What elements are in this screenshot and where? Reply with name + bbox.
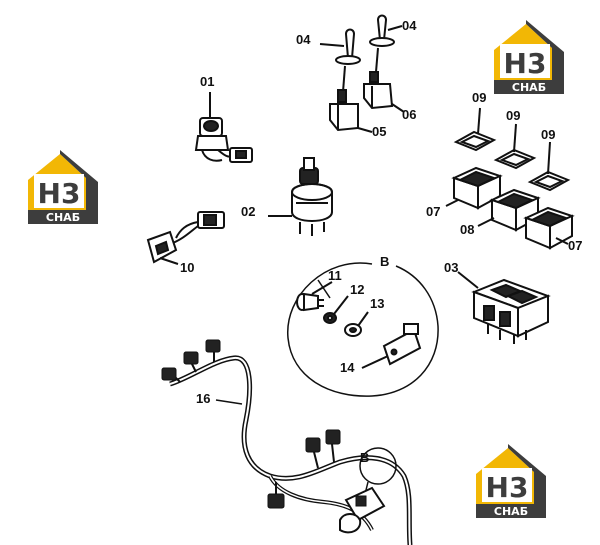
part-09-bezel-2 bbox=[493, 123, 537, 170]
callout-labels: 01 02 03 04 04 05 06 07 07 08 09 09 09 1… bbox=[180, 18, 582, 465]
callout-01: 01 bbox=[200, 74, 214, 89]
part-03-switch-panel bbox=[457, 271, 551, 344]
logo-letters: H3 bbox=[38, 177, 81, 210]
callout-detail-b-harness: B bbox=[360, 450, 369, 465]
callout-11: 11 bbox=[328, 268, 342, 283]
callout-14: 14 bbox=[340, 360, 355, 375]
part-14-bracket bbox=[361, 323, 422, 369]
logo-watermark-bottom-right: H3 СНАБ bbox=[476, 444, 546, 518]
part-11-bolt bbox=[296, 281, 333, 312]
part-07-rocker-3 bbox=[523, 206, 575, 250]
part-04-toggle-left bbox=[319, 28, 373, 133]
callout-16: 16 bbox=[196, 391, 210, 406]
part-12-washer bbox=[323, 295, 349, 324]
part-09-bezel-3 bbox=[527, 141, 571, 192]
logo-watermark-top-right: H3 СНАБ bbox=[494, 20, 564, 94]
callout-09-third: 09 bbox=[541, 127, 555, 142]
callout-detail-b-main: B bbox=[380, 254, 389, 269]
callout-04-right: 04 bbox=[402, 18, 417, 33]
part-01-key-switch bbox=[194, 92, 253, 163]
callout-10: 10 bbox=[180, 260, 194, 275]
callout-07-right: 07 bbox=[568, 238, 582, 253]
callout-02: 02 bbox=[241, 204, 255, 219]
callout-13: 13 bbox=[370, 296, 384, 311]
logo-caption: СНАБ bbox=[494, 505, 528, 518]
part-16-wiring-harness bbox=[161, 339, 413, 545]
callout-06: 06 bbox=[402, 107, 416, 122]
part-04-toggle-right bbox=[363, 14, 405, 113]
part-13-lock-washer bbox=[344, 311, 369, 337]
part-02-starter-switch bbox=[268, 157, 333, 236]
part-10-sensor-pigtail bbox=[146, 211, 225, 265]
callout-07-left: 07 bbox=[426, 204, 440, 219]
logo-watermark-left: H3 СНАБ bbox=[28, 150, 98, 224]
logo-caption: СНАБ bbox=[512, 81, 546, 94]
logo-letters: H3 bbox=[486, 471, 529, 504]
callout-04-left: 04 bbox=[296, 32, 311, 47]
callout-05: 05 bbox=[372, 124, 386, 139]
callout-09-second: 09 bbox=[506, 108, 520, 123]
logo-letters: H3 bbox=[504, 47, 547, 80]
part-07-rocker-1 bbox=[445, 166, 503, 210]
part-09-bezel-1 bbox=[453, 107, 497, 152]
logo-caption: СНАБ bbox=[46, 211, 80, 224]
part-08-rocker-2 bbox=[477, 188, 541, 232]
callout-09-first: 09 bbox=[472, 90, 486, 105]
callout-03: 03 bbox=[444, 260, 458, 275]
callout-12: 12 bbox=[350, 282, 364, 297]
callout-08: 08 bbox=[460, 222, 474, 237]
